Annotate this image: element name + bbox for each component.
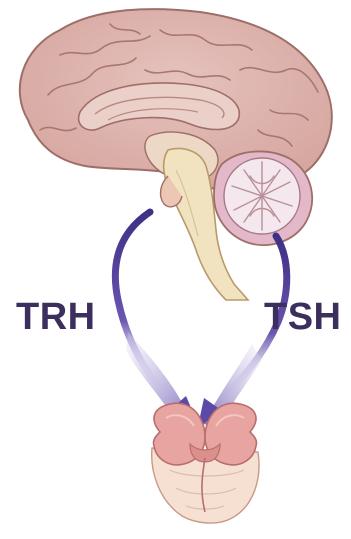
tsh-label: TSH xyxy=(264,298,342,336)
trh-label: TRH xyxy=(16,298,96,336)
cerebellum xyxy=(214,151,312,245)
